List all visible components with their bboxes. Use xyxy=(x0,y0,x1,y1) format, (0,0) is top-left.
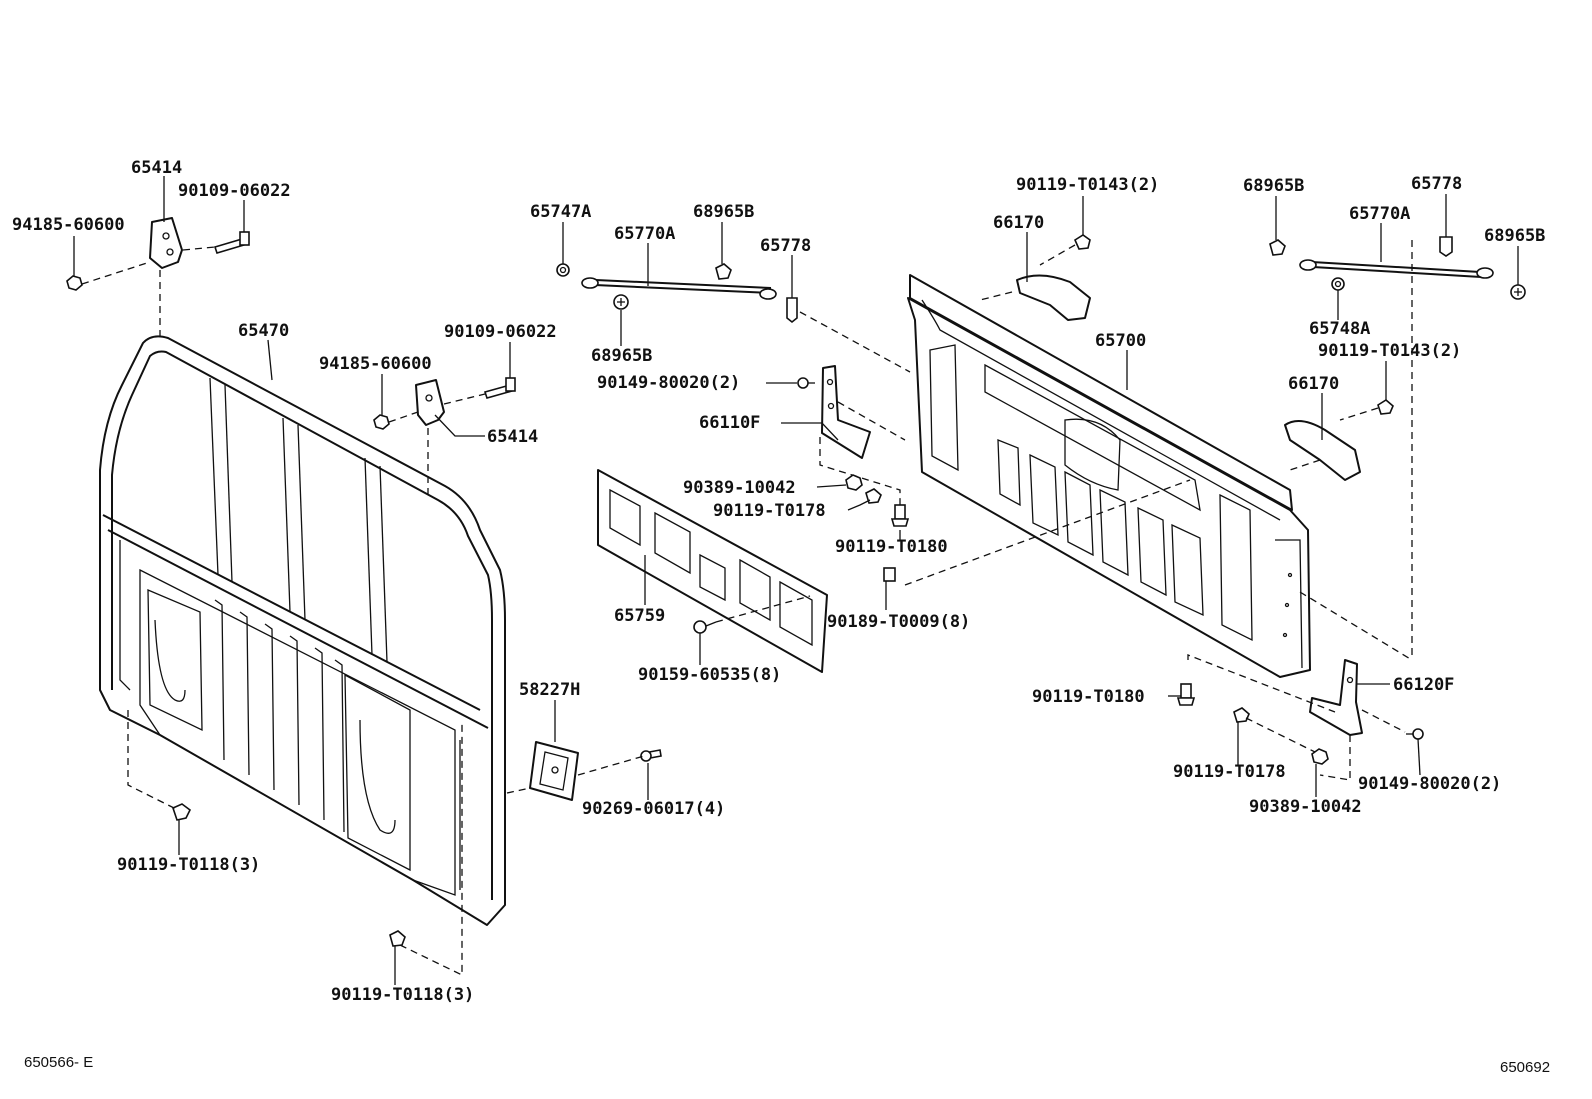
hinge-bracket-66120F xyxy=(1309,659,1363,736)
label-65770A-a: 65770A xyxy=(614,224,675,244)
label-90149-80020-a: 90149-80020(2) xyxy=(597,373,740,393)
striker-65778-a xyxy=(786,297,798,324)
nut-94185-60600-b xyxy=(373,414,390,430)
label-94185-60600-b: 94185-60600 xyxy=(319,354,432,374)
label-94185-60600-a: 94185-60600 xyxy=(12,215,125,235)
label-90119-T0118-a: 90119-T0118(3) xyxy=(117,855,260,875)
washer-65748A xyxy=(1331,277,1345,291)
label-68965B-a: 68965B xyxy=(693,202,754,222)
cable-65770A-b xyxy=(1299,259,1494,279)
bolt-68965B-c xyxy=(1269,239,1286,256)
label-65747A: 65747A xyxy=(530,202,591,222)
washer-65747A xyxy=(556,263,570,277)
label-66110F: 66110F xyxy=(699,413,760,433)
leader-lines xyxy=(73,176,1519,985)
bolt-68965B-b xyxy=(613,294,629,310)
label-66120F: 66120F xyxy=(1393,675,1454,695)
handle-66170-a xyxy=(1016,274,1091,321)
label-90119-T0180-b: 90119-T0180 xyxy=(1032,687,1145,707)
label-90119-T0178-a: 90119-T0178 xyxy=(713,501,826,521)
bolt-90119-T0178-b xyxy=(1233,707,1250,723)
label-90149-80020-b: 90149-80020(2) xyxy=(1358,774,1501,794)
label-90109-06022-a: 90109-06022 xyxy=(178,181,291,201)
label-65778-b: 65778 xyxy=(1411,174,1462,194)
bracket-65414-a xyxy=(149,217,183,269)
label-90109-06022-b: 90109-06022 xyxy=(444,322,557,342)
label-90119-T0118-b: 90119-T0118(3) xyxy=(331,985,474,1005)
bracket-65414-b xyxy=(415,379,445,426)
label-90389-10042-b: 90389-10042 xyxy=(1249,797,1362,817)
reinforcement-panel-65759 xyxy=(597,469,828,673)
label-65470: 65470 xyxy=(238,321,289,341)
nut-94185-60600-a xyxy=(66,275,83,291)
cable-65770A-a xyxy=(581,277,777,300)
screw-90269-06017 xyxy=(640,749,662,762)
label-68965B-d: 68965B xyxy=(1484,226,1545,246)
headboard-frame-65470 xyxy=(99,335,506,926)
bolt-90119-T0143-a xyxy=(1073,234,1091,250)
figure-code-right: 650692 xyxy=(1500,1059,1550,1076)
label-90159-60535: 90159-60535(8) xyxy=(638,665,781,685)
handle-66170-b xyxy=(1284,420,1361,481)
nut-90189-T0009 xyxy=(883,567,896,582)
label-65414-a: 65414 xyxy=(131,158,182,178)
bolt-90109-06022-b xyxy=(483,377,516,399)
label-90389-10042-a: 90389-10042 xyxy=(683,478,796,498)
label-68965B-b: 68965B xyxy=(591,346,652,366)
nut-90389-10042-b xyxy=(1311,748,1329,765)
bolt-90119-T0118-b xyxy=(389,930,406,947)
label-65414-b: 65414 xyxy=(487,427,538,447)
label-65748A: 65748A xyxy=(1309,319,1370,339)
bolt-68965B-a xyxy=(715,263,732,280)
hinge-bracket-66110F xyxy=(821,365,871,459)
bolt-90119-T0180-b xyxy=(1176,683,1196,706)
label-90119-T0178-b: 90119-T0178 xyxy=(1173,762,1286,782)
bolt-90119-T0118-a xyxy=(172,803,192,821)
bracket-58227H xyxy=(529,741,579,801)
bolt-68965B-d xyxy=(1510,284,1526,300)
bolt-90119-T0143-b xyxy=(1377,399,1394,415)
label-90119-T0143-b: 90119-T0143(2) xyxy=(1318,341,1461,361)
label-65778-a: 65778 xyxy=(760,236,811,256)
bolt-90149-80020-a xyxy=(797,377,815,389)
label-68965B-c: 68965B xyxy=(1243,176,1304,196)
screw-90159-60535 xyxy=(693,620,717,634)
label-90119-T0180-a: 90119-T0180 xyxy=(835,537,948,557)
label-65770A-b: 65770A xyxy=(1349,204,1410,224)
nut-90389-10042-a xyxy=(845,474,863,491)
bolt-90119-T0180-a xyxy=(890,504,910,527)
bolt-90109-06022-a xyxy=(213,231,250,254)
label-90269-06017: 90269-06017(4) xyxy=(582,799,725,819)
striker-65778-b xyxy=(1439,236,1453,257)
label-66170-a: 66170 xyxy=(993,213,1044,233)
label-66170-b: 66170 xyxy=(1288,374,1339,394)
figure-code-left: 650566- E xyxy=(24,1054,93,1071)
label-90119-T0143-a: 90119-T0143(2) xyxy=(1016,175,1159,195)
label-65759: 65759 xyxy=(614,606,665,626)
label-58227H: 58227H xyxy=(519,680,580,700)
part-labels: 65414 90109-06022 94185-60600 65470 9010… xyxy=(12,158,1545,1005)
tailgate-panel-65700 xyxy=(907,274,1311,678)
label-65700: 65700 xyxy=(1095,331,1146,351)
bolt-90149-80020-b xyxy=(1406,728,1424,740)
label-90189-T0009: 90189-T0009(8) xyxy=(827,612,970,632)
